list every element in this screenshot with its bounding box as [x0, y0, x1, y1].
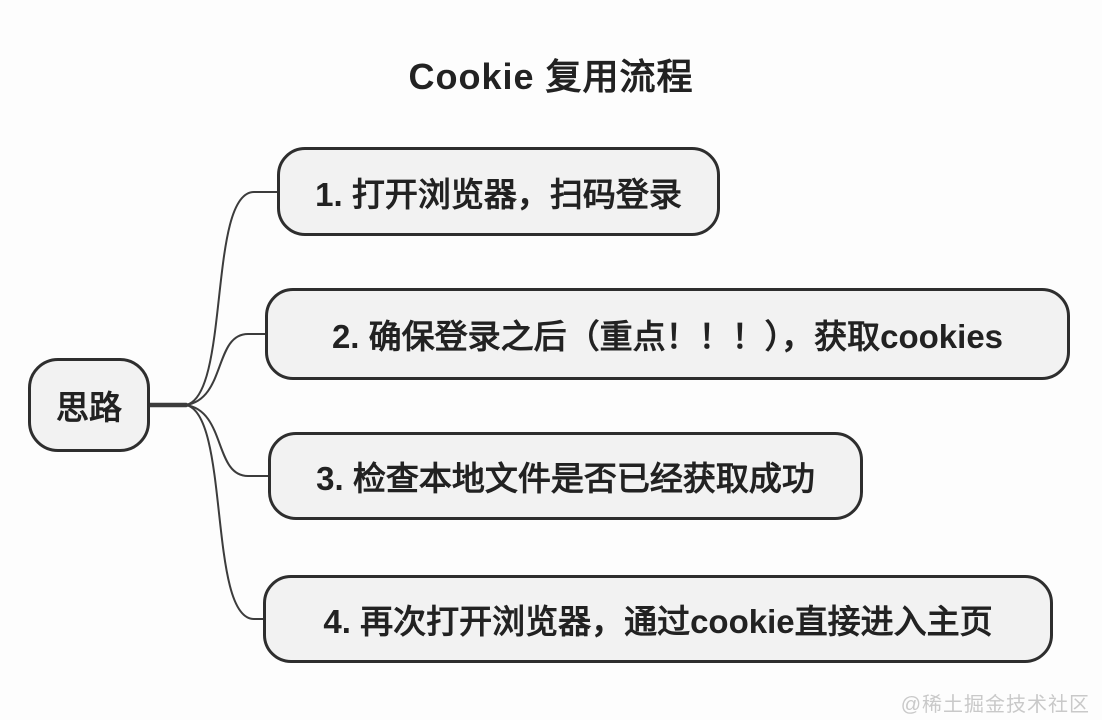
diagram-title: Cookie 复用流程 — [408, 56, 694, 97]
step-node-4[interactable]: 4. 再次打开浏览器，通过cookie直接进入主页 — [263, 575, 1053, 663]
watermark: @稀土掘金技术社区 — [900, 694, 1090, 716]
connector-root-step3 — [185, 404, 269, 477]
connector-root-step4 — [185, 404, 264, 620]
step-node-1[interactable]: 1. 打开浏览器，扫码登录 — [277, 147, 720, 236]
connector-root-step2 — [185, 333, 266, 406]
connector-root-step1 — [185, 191, 278, 406]
root-node[interactable]: 思路 — [28, 358, 150, 452]
step-node-3[interactable]: 3. 检查本地文件是否已经获取成功 — [268, 432, 863, 520]
step-node-2[interactable]: 2. 确保登录之后（重点！！！），获取cookies — [265, 288, 1070, 380]
